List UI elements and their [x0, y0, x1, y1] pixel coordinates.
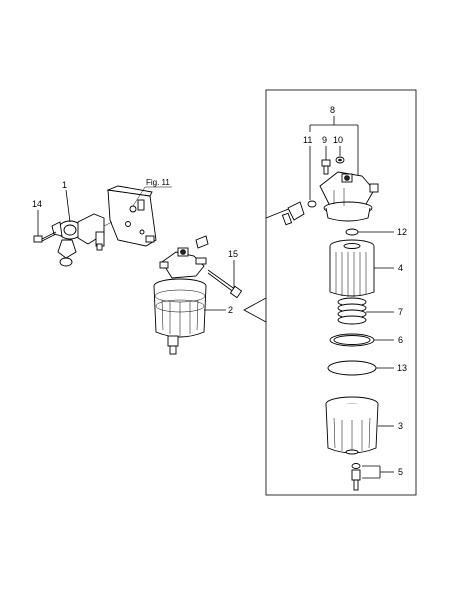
part-2-filter-assembly: [153, 235, 209, 355]
part-11-fitting: [281, 200, 317, 226]
part-9-bolt: [321, 159, 331, 175]
callout-13: 13: [397, 363, 407, 373]
callout-5: 5: [398, 467, 403, 477]
callout-7: 7: [398, 307, 403, 317]
part-3-bowl: [325, 396, 379, 455]
figure-reference: Fig. 11: [146, 178, 170, 187]
detail-box: [265, 89, 417, 496]
part-6-ring: [329, 333, 375, 347]
callout-8: 8: [330, 105, 335, 115]
callout-14: 14: [32, 199, 42, 209]
part-15-bolt: [207, 269, 243, 299]
part-4-filter-element: [329, 239, 375, 297]
callout-1-leader: [65, 189, 71, 223]
part-12-o-ring: [345, 228, 359, 236]
callout-2: 2: [228, 305, 233, 315]
mounting-bracket: [106, 185, 157, 247]
callout-9: 9: [322, 135, 327, 145]
detail-pointer: [243, 297, 267, 323]
figure-reference-leader: [132, 186, 146, 207]
callout-11: 11: [303, 135, 312, 145]
part-13-o-ring: [327, 360, 377, 376]
callout-12: 12: [397, 227, 407, 237]
callout-6: 6: [398, 335, 403, 345]
callout-15: 15: [228, 249, 238, 259]
callout-3: 3: [398, 421, 403, 431]
callout-10: 10: [333, 135, 343, 145]
callout-1: 1: [62, 180, 67, 190]
part-1-pump: [51, 213, 113, 267]
part-10-washer: [335, 156, 345, 164]
filter-head-detail: [319, 171, 379, 222]
part-14-bolt: [33, 231, 57, 243]
part-7-spring: [337, 297, 367, 325]
part-5-drain-plug: [351, 463, 361, 491]
callout-4: 4: [398, 263, 403, 273]
